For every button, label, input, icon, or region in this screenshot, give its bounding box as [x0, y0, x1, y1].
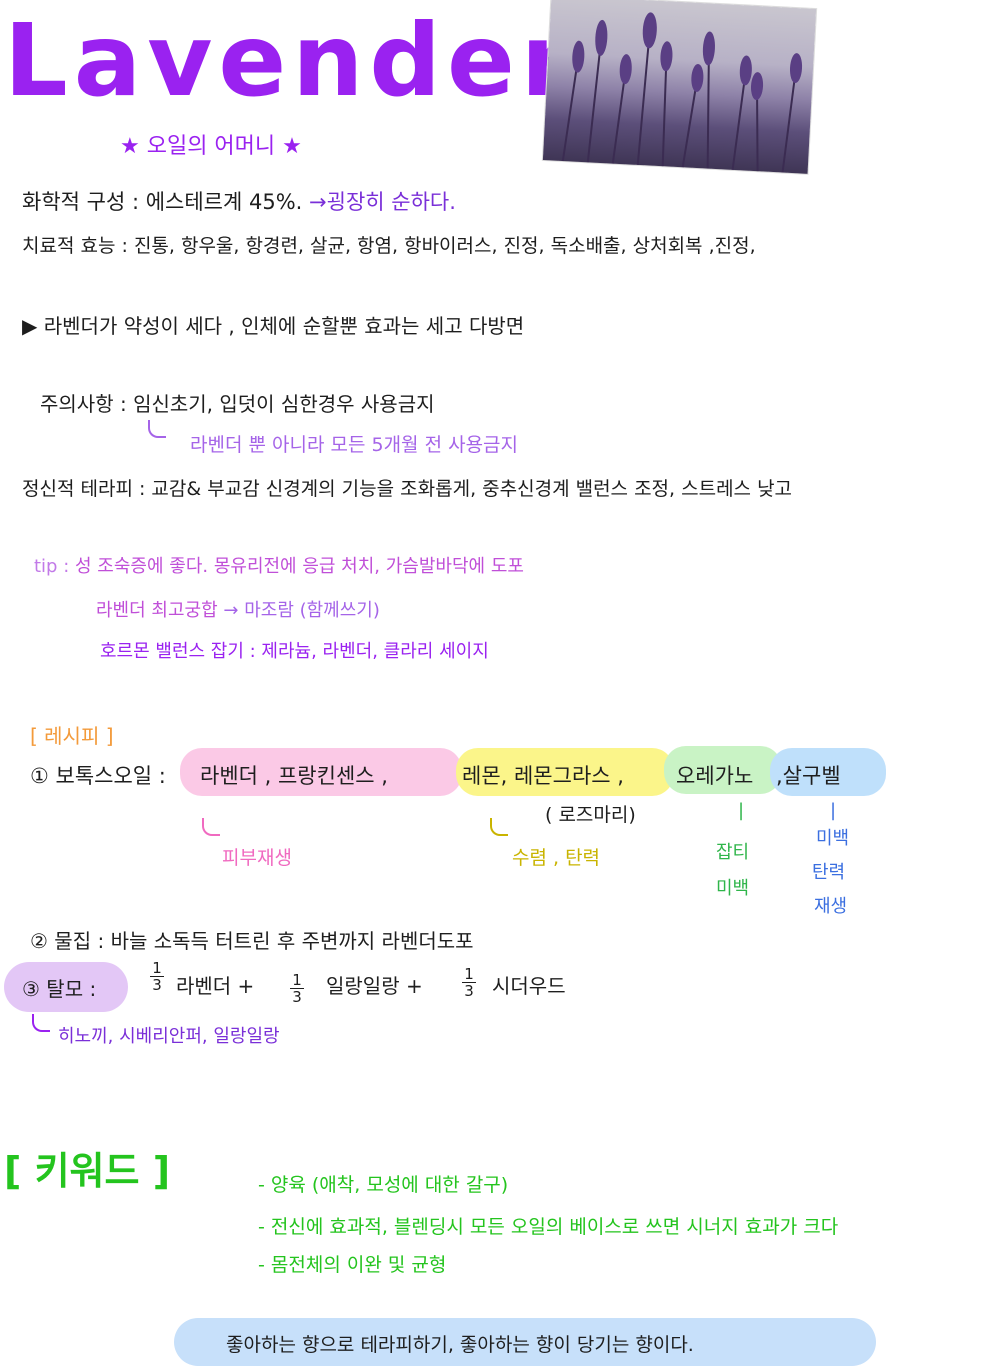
recipe-2-value: 바늘 소독득 터트린 후 주변까지 라벤더도포: [110, 929, 474, 953]
mental-line: 정신적 테라피 : 교감& 부교감 신경계의 기능을 조화롭게, 중추신경계 밸…: [22, 474, 792, 501]
footer-highlight: [174, 1318, 876, 1366]
subtitle: ★ 오일의 어머니 ★: [120, 134, 302, 159]
recipe-1-number: ①: [30, 764, 49, 788]
chemical-label: 화학적 구성 :: [22, 190, 140, 214]
therapeutic-label: 치료적 효능 :: [22, 235, 128, 257]
therapeutic-line: 치료적 효능 : 진통, 항우울, 항경련, 살균, 항염, 항바이러스, 진정…: [22, 231, 756, 258]
yellow-note: 수렴 , 탄력: [512, 847, 601, 869]
blue-note-1: 미백: [816, 828, 850, 849]
highlight-green: [664, 746, 782, 794]
tip-line-3: 호르몬 밸런스 잡기 : 제라늄, 라벤더, 클라리 세이지: [100, 641, 489, 662]
play-bullet-icon: ▶: [22, 314, 38, 338]
fraction-2: 1 3: [290, 972, 304, 1005]
recipe-2-number: ②: [30, 929, 48, 953]
lavender-photo: [542, 0, 817, 174]
recipe-1-blue-text: ,살구벨: [776, 764, 841, 788]
highlight-pink: [180, 748, 462, 796]
highlight-yellow: [456, 748, 674, 796]
recipe-3-number: ③: [22, 977, 40, 1001]
keyword-item: - 전신에 효과적, 블렌딩시 모든 오일의 베이스로 쓰면 시너지 효과가 크…: [258, 1216, 839, 1238]
green-tick: |: [738, 800, 745, 821]
recipe-3-note: 히노끼, 시베리안퍼, 일랑일랑: [58, 1026, 280, 1047]
tip-text-2a: 라벤더 최고궁합: [96, 600, 218, 621]
blue-tick: |: [830, 800, 837, 821]
recipe-1-pink-text: 라벤더 , 프랑킨센스 ,: [200, 764, 388, 788]
highlight-lilac: [4, 962, 128, 1012]
blue-note-3: 재생: [814, 896, 848, 917]
footer-quote: 좋아하는 향으로 테라피하기, 좋아하는 향이 당기는 향이다.: [226, 1334, 694, 1356]
green-note-1: 잡티: [716, 842, 750, 863]
caution-note: 라벤더 뿐 아니라 모든 5개월 전 사용금지: [190, 434, 519, 456]
recipe-2-title: 물집 :: [54, 929, 105, 953]
recipe-3-part-3: 시더우드: [492, 974, 566, 998]
tip-label: tip :: [34, 556, 70, 577]
keywords-heading: [ 키워드 ]: [4, 1149, 171, 1193]
chemical-note: →굉장히 순하다.: [309, 190, 456, 214]
tip-text-1: 성 조숙증에 좋다. 몽유리전에 응급 처치, 가슴발바닥에 도포: [75, 556, 524, 577]
caution-line: 주의사항 : 임신초기, 입덧이 심한경우 사용금지: [40, 388, 435, 417]
page-title: Lavender: [4, 2, 577, 119]
therapeutic-value: 진통, 항우울, 항경련, 살균, 항염, 항바이러스, 진정, 독소배출, 상…: [133, 235, 756, 257]
key-point-text: 라벤더가 약성이 세다 , 인체에 순할뿐 효과는 세고 다방면: [43, 314, 525, 338]
recipe-heading: [ 레시피 ]: [30, 724, 114, 748]
recipe-3-part-1: 라벤더 +: [176, 974, 255, 998]
recipe-item-2: ② 물집 : 바늘 소독득 터트린 후 주변까지 라벤더도포: [30, 925, 474, 954]
recipe-1-paren: ( 로즈마리): [545, 804, 636, 826]
chemical-value: 에스테르계 45%.: [145, 190, 303, 214]
hook-arrow-icon: [32, 1014, 50, 1032]
tip-line-2: 라벤더 최고궁합 → 마조람 (함께쓰기): [96, 596, 380, 622]
caution-value: 임신초기, 입덧이 심한경우 사용금지: [133, 392, 435, 416]
key-point-line: ▶ 라벤더가 약성이 세다 , 인체에 순할뿐 효과는 세고 다방면: [22, 310, 524, 339]
recipe-3-part-2: 일랑일랑 +: [326, 974, 423, 998]
green-note-2: 미백: [716, 878, 750, 899]
recipe-item-1-label: ① 보톡스오일 :: [30, 760, 166, 790]
highlight-blue: [770, 748, 886, 796]
mental-value: 교감& 부교감 신경계의 기능을 조화롭게, 중추신경계 밸런스 조정, 스트레…: [151, 478, 793, 500]
fraction-1: 1 3: [150, 960, 164, 993]
recipe-1-yellow-text: 레몬, 레몬그라스 ,: [462, 764, 624, 788]
recipe-1-title: 보톡스오일 :: [55, 764, 166, 788]
chemical-line: 화학적 구성 : 에스테르계 45%. →굉장히 순하다.: [22, 186, 456, 216]
hook-arrow-icon: [148, 420, 166, 438]
recipe-item-3-label: ③ 탈모 :: [22, 973, 96, 1002]
hook-arrow-icon: [202, 818, 220, 836]
mental-label: 정신적 테라피 :: [22, 478, 146, 500]
keyword-item: - 몸전체의 이완 및 균형: [258, 1254, 447, 1276]
tip-line-1: tip : 성 조숙증에 좋다. 몽유리전에 응급 처치, 가슴발바닥에 도포: [34, 552, 524, 578]
keyword-item: - 양육 (애착, 모성에 대한 갈구): [258, 1174, 509, 1196]
tip-text-2b: → 마조람 (함께쓰기): [223, 600, 380, 621]
caution-label: 주의사항 :: [40, 392, 127, 416]
pink-note: 피부재생: [222, 847, 292, 869]
recipe-1-green-text: 오레가노: [676, 764, 754, 788]
recipe-3-title: 탈모 :: [46, 977, 97, 1001]
blue-note-2: 탄력: [812, 862, 846, 883]
hook-arrow-icon: [490, 818, 508, 836]
fraction-3: 1 3: [462, 966, 476, 999]
